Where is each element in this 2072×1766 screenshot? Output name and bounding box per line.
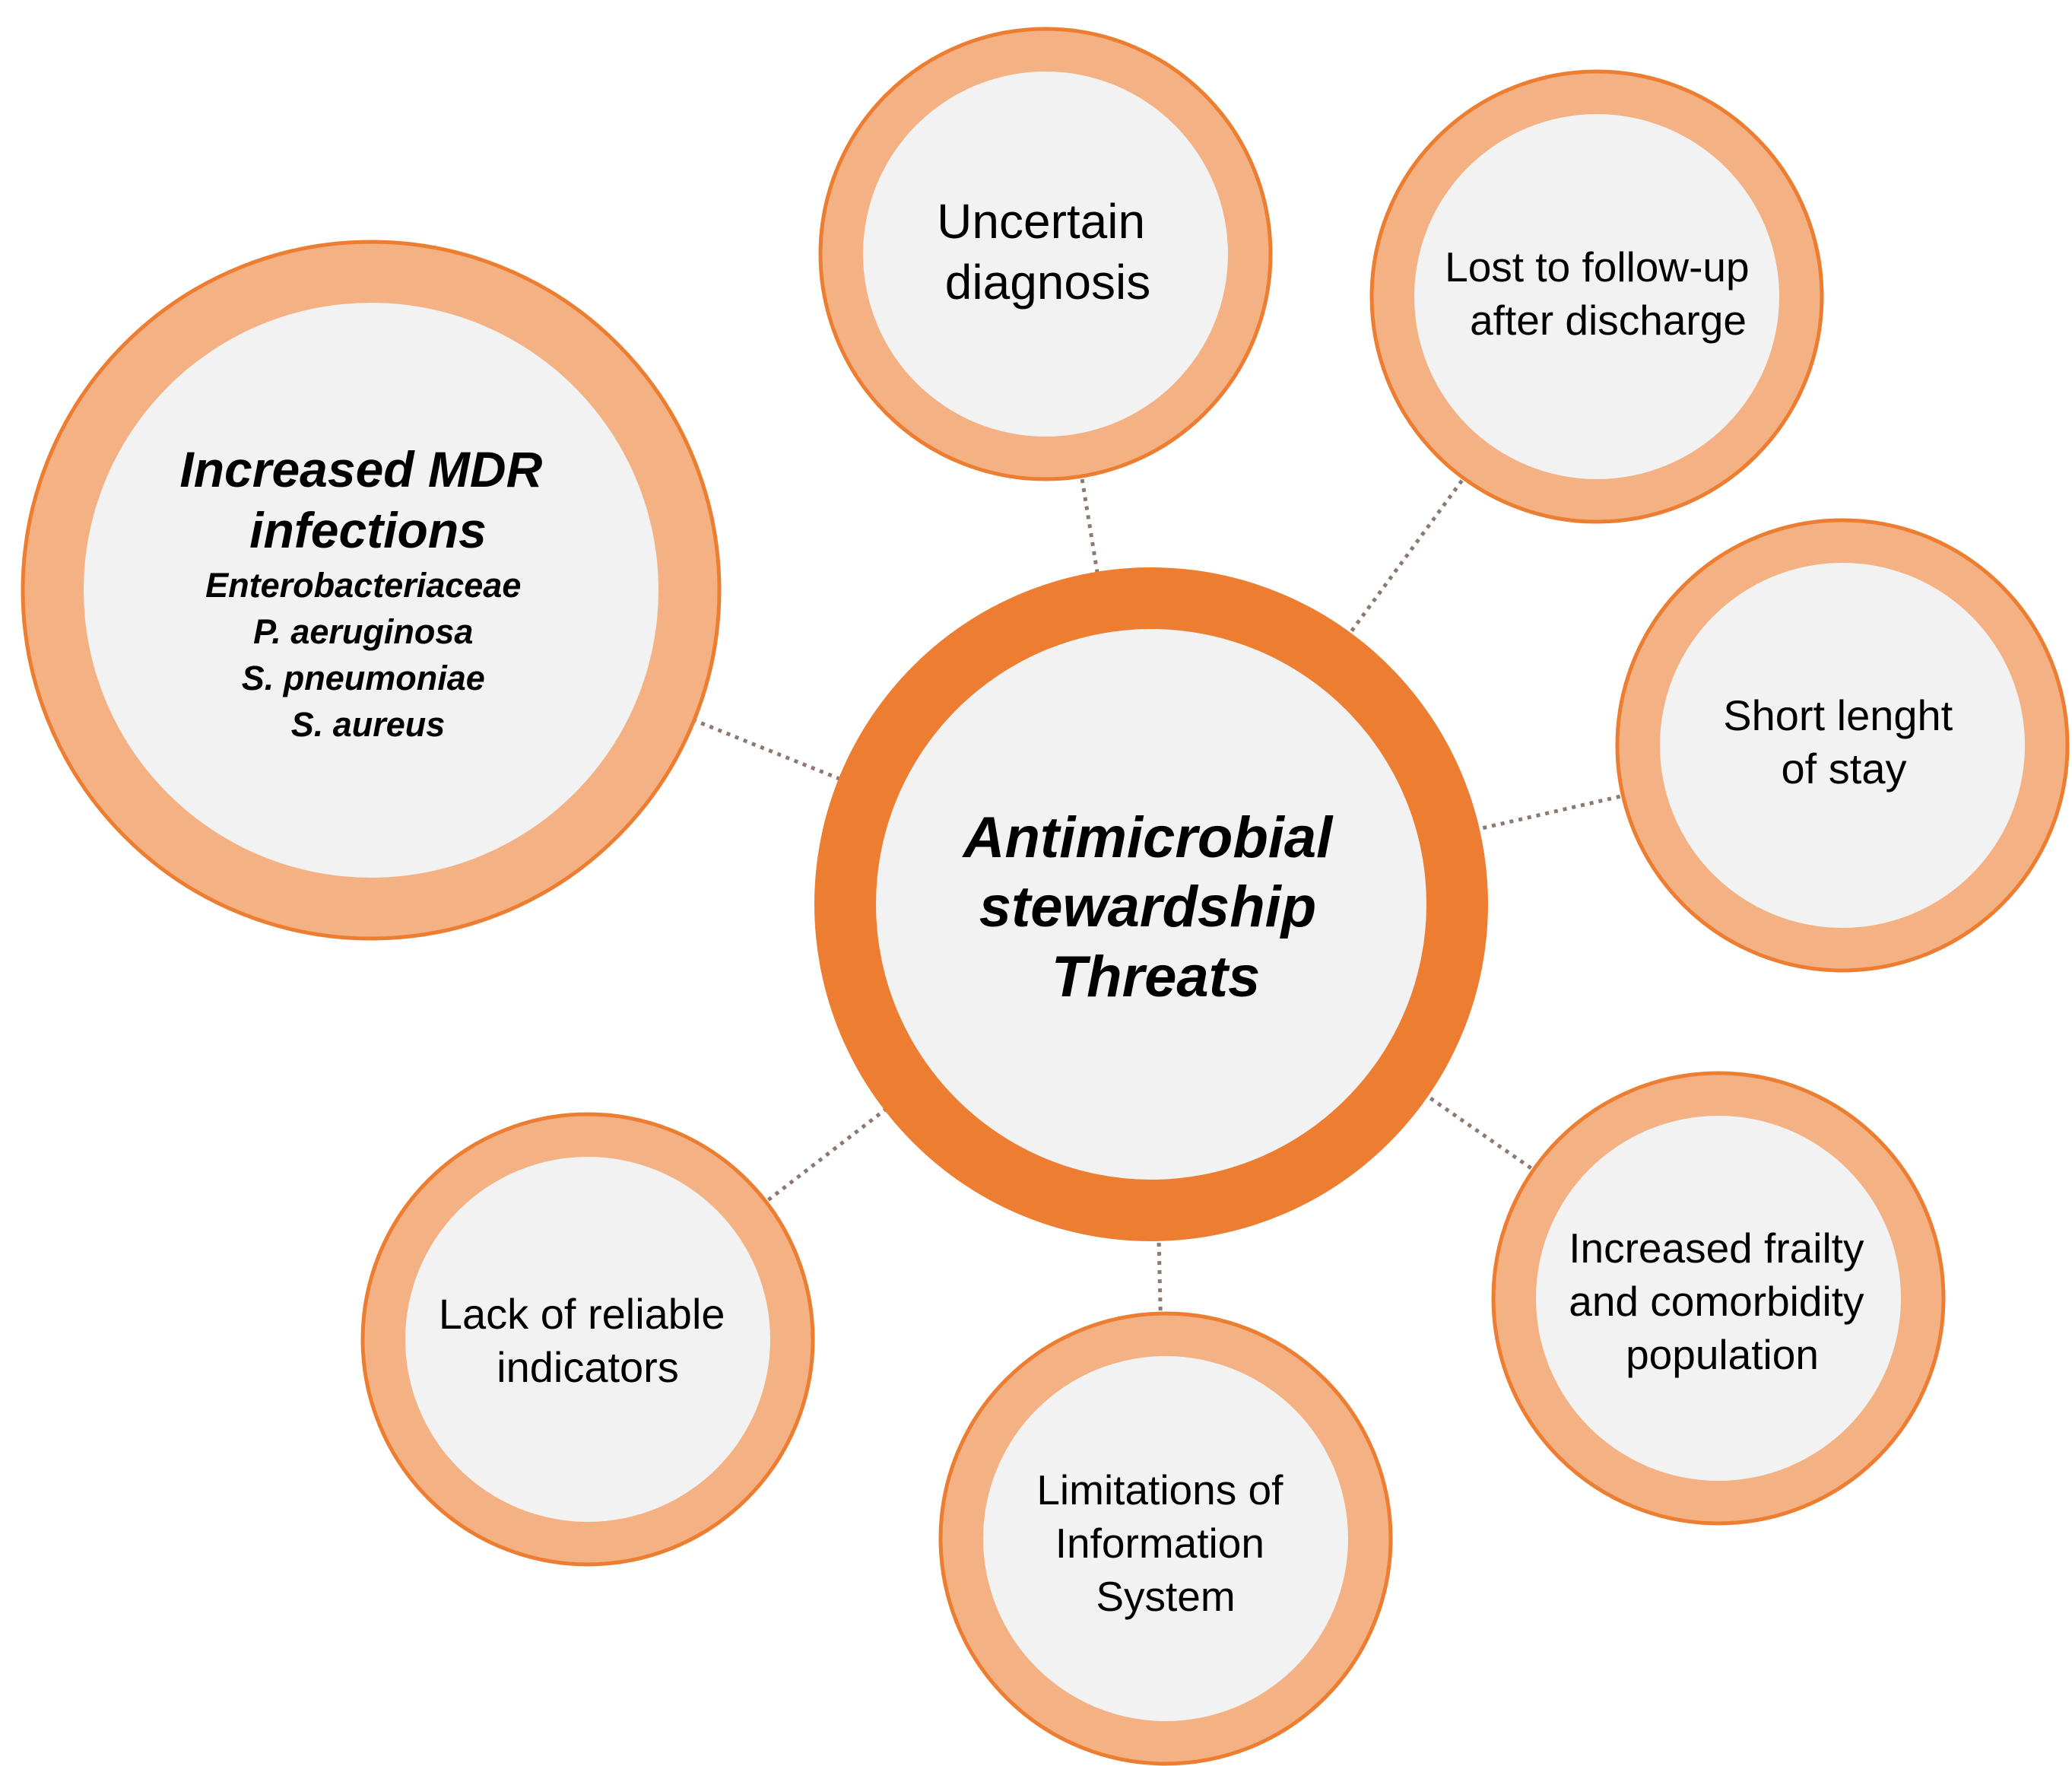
node-label: Increased frailty and comorbidity popula… [1569,1224,1876,1378]
center-title: Antimicrobial stewardship Threats [962,805,1349,1009]
node-uncertain-diagnosis: Uncertain diagnosis [818,27,1273,481]
node-center-threats: Antimicrobial stewardship Threats [814,567,1488,1241]
node-reliable-indicators: Lack of reliable indicators [360,1112,815,1567]
node-information-system: Limitations of Information System [938,1311,1393,1766]
mdr-title: Increased MDR infections [179,441,556,558]
mdr-species: Enterobacteriaceae P. aeruginosa S. pneu… [205,566,531,744]
node-increased-frailty: Increased frailty and comorbidity popula… [1491,1071,1946,1526]
node-label: Short lenght of stay [1723,691,1965,792]
node-mdr-infections: Increased MDR infections Enterobacteriac… [21,240,722,941]
node-label: Lost to follow-up after discharge [1445,243,1761,344]
connector-followup [1149,295,1599,906]
node-lost-to-follow-up: Lost to follow-up after discharge [1369,69,1824,524]
node-label: Uncertain diagnosis [937,194,1159,310]
node-short-length-of-stay: Short lenght of stay [1615,518,2070,973]
node-label: Limitations of Information System [1036,1466,1294,1620]
node-label: Lack of reliable indicators [439,1290,737,1391]
